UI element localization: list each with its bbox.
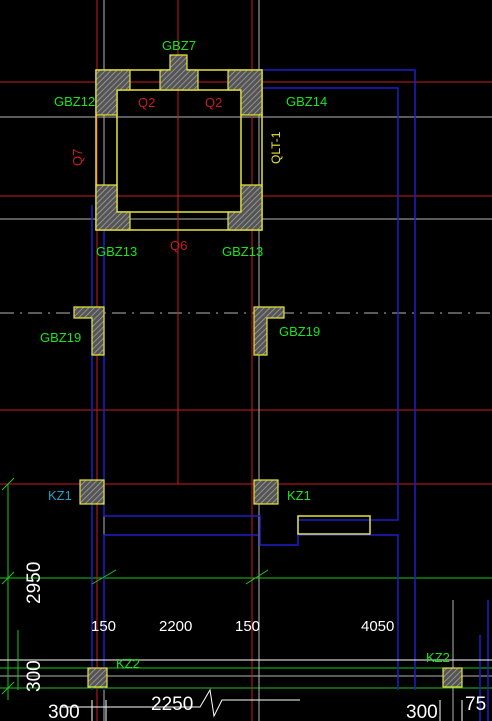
- dim-tick: [1, 477, 15, 491]
- dim-75: 75: [465, 694, 486, 715]
- label-qlt1: QLT-1: [269, 131, 283, 164]
- horizontal-gridlines: [0, 81, 492, 689]
- label-gbz12: GBZ12: [54, 94, 95, 109]
- core-inner: [116, 89, 242, 213]
- dim-2250: 2250: [151, 694, 193, 715]
- label-gbz13-left: GBZ13: [96, 244, 137, 259]
- label-q6: Q6: [170, 238, 187, 253]
- dimension-text: 150 2200 150 4050 2950 300 300 2250 300 …: [24, 562, 486, 721]
- dim-150-right: 150: [235, 618, 260, 635]
- column-gbz7: [159, 54, 199, 91]
- column-gbz13-right: [227, 184, 263, 231]
- dim-300-vertical: 300: [24, 660, 45, 692]
- label-q7: Q7: [70, 149, 85, 166]
- label-gbz13-right: GBZ13: [222, 244, 263, 259]
- dim-tick: [91, 569, 117, 585]
- dim-150-left: 150: [91, 618, 116, 635]
- column-kz1-left: [79, 479, 105, 505]
- label-gbz14: GBZ14: [286, 94, 327, 109]
- column-kz2-left: [87, 667, 108, 688]
- label-gbz7: GBZ7: [162, 38, 196, 53]
- dim-4050: 4050: [361, 618, 394, 635]
- column-gbz19-left: [73, 306, 105, 356]
- hatched-columns: [73, 54, 463, 688]
- elevator-core: [95, 69, 263, 231]
- beam-rect: [297, 515, 371, 535]
- wall-left-inner: [103, 220, 299, 546]
- label-kz2-right: KZ2: [426, 650, 450, 665]
- beam-stub: [297, 515, 371, 535]
- column-gbz13-left: [95, 184, 131, 231]
- label-kz1-left: KZ1: [48, 488, 72, 503]
- wall-outlines: [91, 69, 489, 721]
- dim-tick: [1, 681, 15, 695]
- label-q2-right: Q2: [205, 95, 222, 110]
- break-line: [60, 688, 463, 721]
- label-gbz19-right: GBZ19: [279, 324, 320, 339]
- column-gbz19-right: [253, 306, 285, 356]
- wall-outline-outer: [262, 69, 416, 690]
- break-symbol: [60, 688, 300, 718]
- dim-tick: [245, 569, 269, 585]
- column-kz1-right: [253, 479, 279, 505]
- dim-2950: 2950: [24, 562, 45, 604]
- wall-outline-inner: [262, 87, 399, 521]
- wall-bottom-right: [298, 534, 399, 690]
- dim-300-bottom-left: 300: [48, 702, 80, 721]
- column-kz2-right: [442, 667, 463, 688]
- column-gbz14: [227, 69, 263, 116]
- label-gbz19-left: GBZ19: [40, 330, 81, 345]
- core-outer: [95, 69, 263, 231]
- label-kz1-right: KZ1: [287, 488, 311, 503]
- dim-2200: 2200: [159, 618, 192, 635]
- label-q2-left: Q2: [138, 95, 155, 110]
- column-gbz12: [95, 69, 131, 116]
- dimension-lines: [0, 477, 492, 700]
- labels: GBZ7 GBZ12 GBZ14 GBZ13 GBZ13 GBZ19 GBZ19…: [40, 38, 450, 671]
- dim-300-bottom-right: 300: [406, 702, 438, 721]
- wall-bottom: [103, 534, 258, 690]
- label-kz2-left: KZ2: [116, 656, 140, 671]
